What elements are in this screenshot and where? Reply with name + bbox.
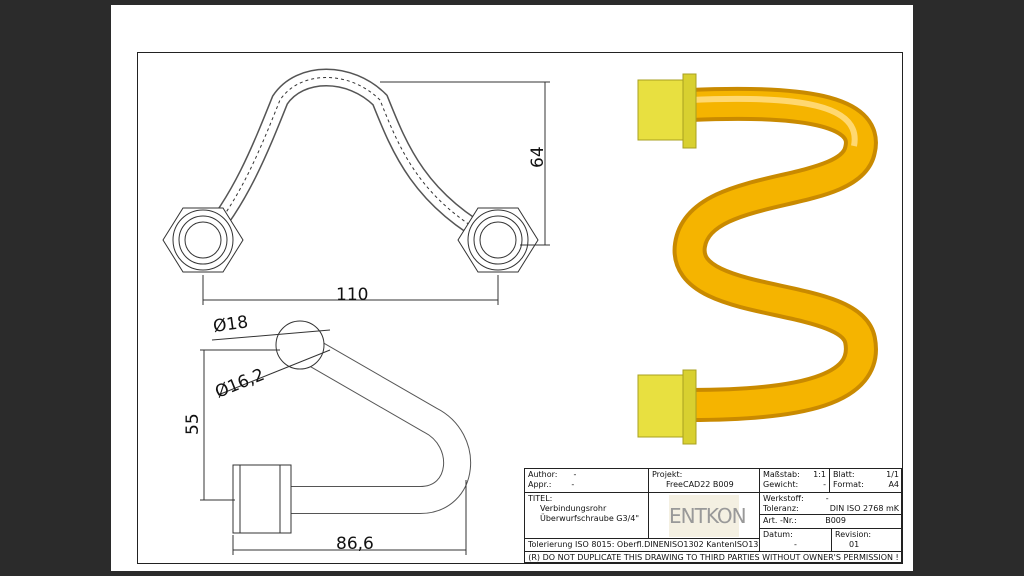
logo-cell: ENTKON — [649, 493, 760, 539]
toleranz-value: DIN ISO 2768 mK — [829, 504, 899, 513]
blatt-value: 1/1 — [886, 470, 899, 479]
massstab-label: Maßstab: — [763, 470, 800, 479]
front-view — [162, 68, 550, 305]
titel-line-2: Überwurfschraube G3/4" — [540, 514, 640, 523]
drawing-frame — [137, 52, 903, 564]
revision-cell: Revision: 01 — [832, 529, 902, 552]
werkstoff-cell: Werkstoff: - Toleranz: DIN ISO 2768 mK — [760, 493, 902, 515]
projekt-label: Projekt: — [652, 470, 683, 479]
revision-value: 01 — [849, 540, 860, 549]
titel-label: TITEL: — [528, 494, 553, 503]
format-value: A4 — [888, 480, 899, 489]
dim-width-label: 110 — [336, 285, 368, 305]
projekt-value: FreeCAD22 B009 — [666, 480, 734, 489]
blatt-label: Blatt: — [833, 470, 855, 479]
gewicht-label: Gewicht: — [763, 480, 799, 489]
dim-outer-diameter: Ø18 — [212, 312, 249, 337]
appr-value: - — [571, 480, 575, 489]
werkstoff-value: - — [825, 494, 829, 503]
dim-side-height: 55 — [183, 413, 203, 435]
toleranz-label: Toleranz: — [763, 504, 799, 513]
author-cell: Author: - Appr.: - — [525, 469, 649, 493]
side-view — [200, 320, 472, 555]
dim-side-width: 86,6 — [336, 534, 374, 554]
datum-label: Datum: — [763, 530, 793, 539]
artnr-cell: Art. -Nr.: B009 — [760, 515, 902, 529]
revision-label: Revision: — [835, 530, 872, 539]
dim-height-label: 64 — [528, 146, 548, 168]
author-value: - — [573, 470, 577, 479]
titel-line-1: Verbindungsrohr — [540, 504, 607, 513]
author-label: Author: — [528, 470, 558, 479]
werkstoff-label: Werkstoff: — [763, 494, 804, 503]
format-label: Format: — [833, 480, 864, 489]
company-logo: ENTKON — [669, 495, 747, 537]
title-block: Author: - Appr.: - Projekt: FreeCAD22 B009… — [524, 468, 902, 563]
gewicht-value: - — [823, 480, 826, 489]
titel-cell: TITEL: Verbindungsrohr Überwurfschraube … — [525, 493, 649, 539]
appr-label: Appr.: — [528, 480, 552, 489]
copyright-notice: (R) DO NOT DUPLICATE THIS DRAWING TO THI… — [528, 553, 899, 562]
massstab-value: 1:1 — [813, 470, 826, 479]
blatt-cell: Blatt: 1/1 Format: A4 — [830, 469, 902, 493]
tolerierung-cell: Tolerierung ISO 8015: Oberfl.DINENISO130… — [525, 539, 760, 552]
dim-inner-diameter: Ø16,2 — [212, 365, 267, 403]
datum-cell: Datum: - — [760, 529, 832, 552]
projekt-cell: Projekt: FreeCAD22 B009 — [649, 469, 760, 493]
massstab-cell: Maßstab: 1:1 Gewicht: - — [760, 469, 830, 493]
artnr-label: Art. -Nr.: — [763, 516, 797, 525]
artnr-value: B009 — [825, 516, 846, 525]
datum-value: - — [794, 540, 797, 549]
3d-pipe-view — [637, 73, 878, 445]
